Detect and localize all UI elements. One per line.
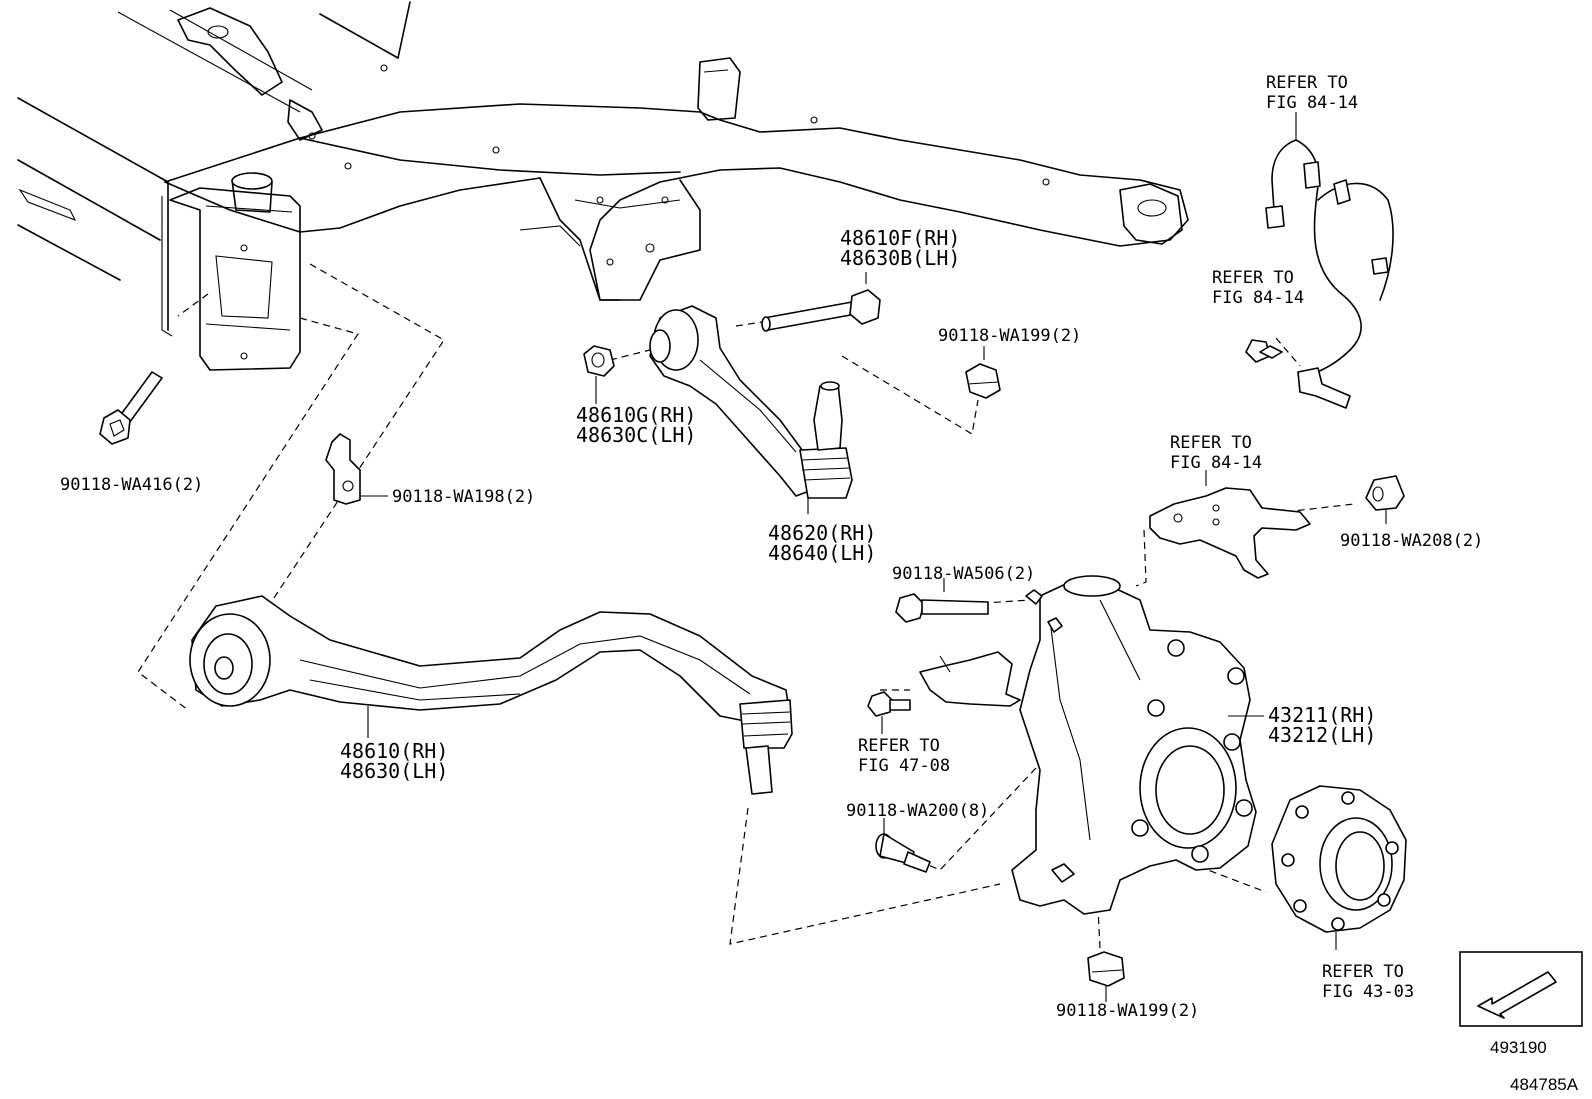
nut-wa199-top (965, 346, 1001, 399)
ref-bracket-line2: FIG 84-14 (1170, 453, 1262, 473)
nut-wa199-bottom (1087, 951, 1125, 1002)
bolt-48610f (761, 272, 881, 332)
callout-48610f-rh: 48610F(RH) (840, 226, 960, 250)
callout-43211-rh: 43211(RH) (1268, 703, 1376, 727)
figure-number-outer: 484785A (1510, 1075, 1579, 1094)
ref-fig-84-14-bracket: REFER TO FIG 84-14 (1170, 433, 1262, 473)
bolt-wa416 (99, 371, 163, 445)
callout-wa199-top: 90118-WA199(2) (938, 326, 1081, 346)
dust-shield-clip (919, 651, 1021, 707)
bolt-wa506 (895, 578, 989, 623)
callout-48620-rh: 48620(RH) (768, 521, 876, 545)
nut-48610g (583, 345, 615, 404)
ref-top-line2: FIG 84-14 (1266, 93, 1358, 113)
callout-wa506: 90118-WA506(2) (892, 564, 1035, 584)
ref-fig-84-14-sensor-bolt: REFER TO FIG 84-14 (1212, 268, 1304, 308)
callout-48610: 48610(RH) 48630(LH) (340, 739, 448, 783)
ref-sensor-bolt-line2: FIG 84-14 (1212, 288, 1304, 308)
ref-shield-line2: FIG 47-08 (858, 756, 950, 776)
lower-control-arm-48610 (189, 595, 793, 795)
ref-fig-43-03: REFER TO FIG 43-03 (1322, 962, 1414, 1002)
bolt-wa200 (875, 818, 931, 873)
callout-48610f: 48610F(RH) 48630B(LH) (840, 226, 960, 270)
ref-hub-line2: FIG 43-03 (1322, 982, 1414, 1002)
abs-sensor-harness (1265, 112, 1394, 409)
callout-wa208: 90118-WA208(2) (1340, 531, 1483, 551)
bolt-sensor (1245, 339, 1283, 363)
wheel-hub (1271, 785, 1407, 950)
callout-wa198: 90118-WA198(2) (392, 487, 535, 507)
callout-48610g-lh: 48630C(LH) (576, 423, 696, 447)
callout-48620-lh: 48640(LH) (768, 541, 876, 565)
callout-48610g-rh: 48610G(RH) (576, 403, 696, 427)
bracket-wa198 (325, 433, 388, 505)
front-subframe-drawing (17, 1, 1189, 371)
front-arrow-icon (1477, 971, 1557, 1019)
front-direction-box (1459, 951, 1583, 1027)
ref-sensor-bolt-line1: REFER TO (1212, 268, 1294, 288)
ref-fig-47-08: REFER TO FIG 47-08 (858, 736, 950, 776)
steering-knuckle-43211 (1011, 575, 1264, 915)
sensor-bracket (1149, 470, 1311, 579)
callout-wa200: 90118-WA200(8) (846, 801, 989, 821)
ref-hub-line1: REFER TO (1322, 962, 1404, 982)
callout-48610-lh: 48630(LH) (340, 759, 448, 783)
figure-number-inner: 493190 (1490, 1038, 1547, 1057)
upper-control-arm-48620 (649, 305, 853, 514)
callout-48610f-lh: 48630B(LH) (840, 246, 960, 270)
nut-wa208 (1365, 475, 1405, 524)
ref-fig-84-14-top: REFER TO FIG 84-14 (1266, 73, 1358, 113)
ref-top-line1: REFER TO (1266, 73, 1348, 93)
callout-48610-rh: 48610(RH) (340, 739, 448, 763)
callout-48620: 48620(RH) 48640(LH) (768, 521, 876, 565)
callout-43211-lh: 43212(LH) (1268, 723, 1376, 747)
bolt-shield (867, 691, 911, 734)
callout-43211: 43211(RH) 43212(LH) (1268, 703, 1376, 747)
callout-48610g: 48610G(RH) 48630C(LH) (576, 403, 696, 447)
callout-wa199-bottom: 90118-WA199(2) (1056, 1001, 1199, 1021)
callout-wa416: 90118-WA416(2) (60, 475, 203, 495)
ref-shield-line1: REFER TO (858, 736, 940, 756)
ref-bracket-line1: REFER TO (1170, 433, 1252, 453)
